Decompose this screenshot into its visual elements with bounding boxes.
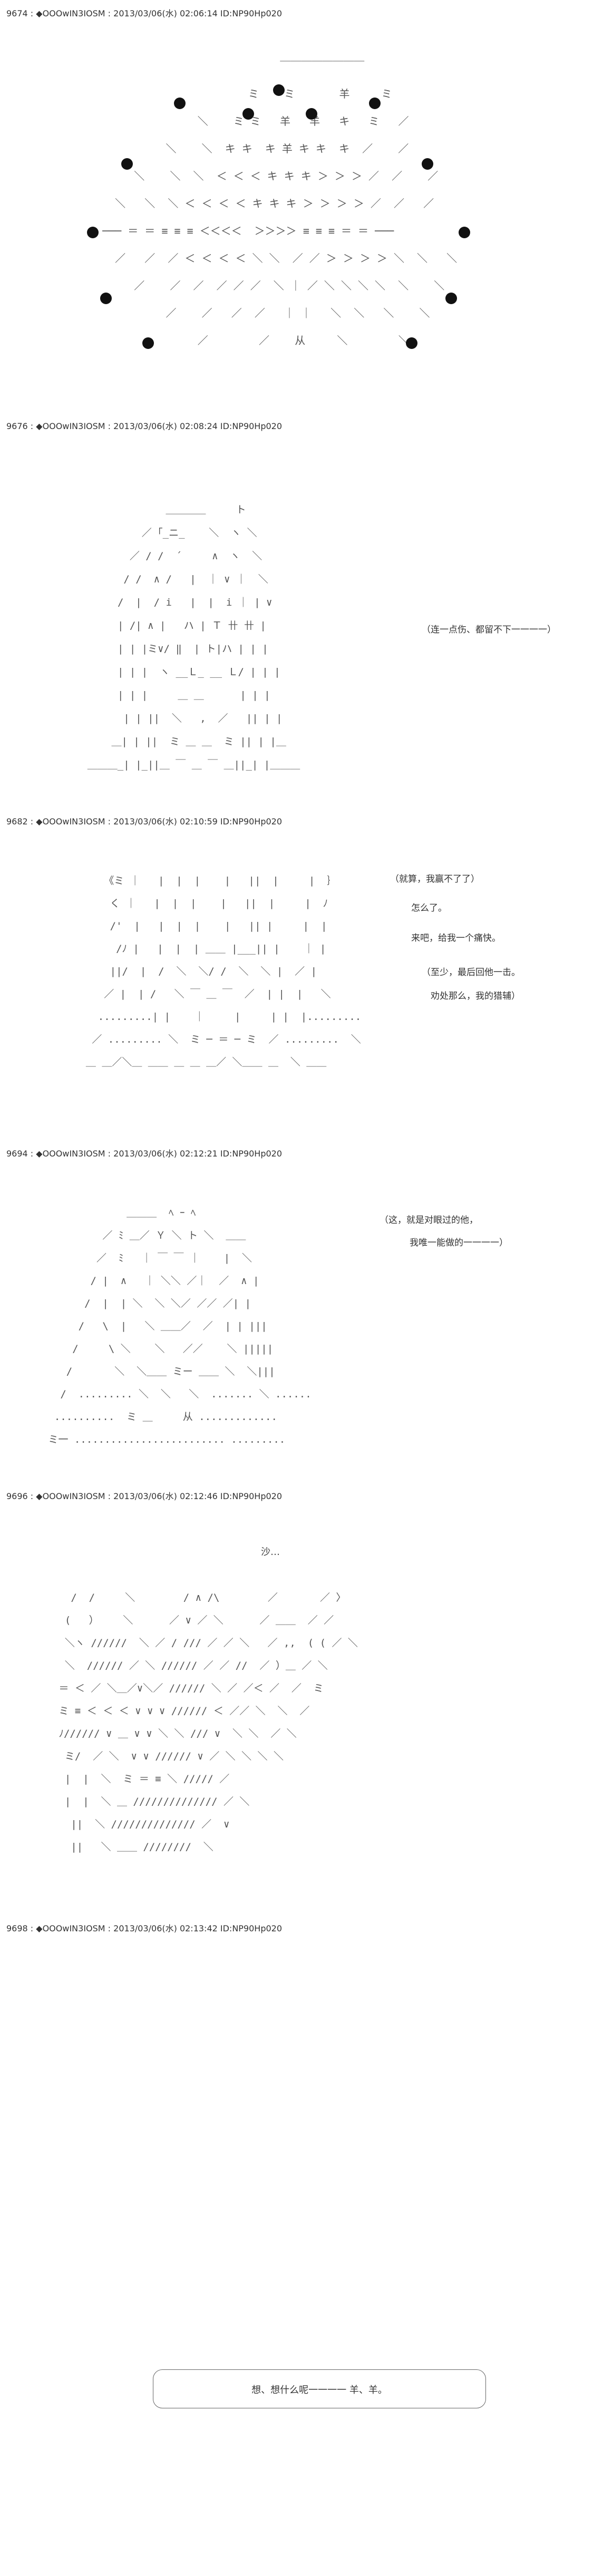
ascii-art-figure: ＿＿＿＿ ト ／ ｢_ニ_ ＼ ヽ ＼ ／ / / ´ ∧ ヽ ＼ / / ∧ … [87,504,300,771]
post-header-9696: 9696 : ◆OOOwIN3IOSM : 2013/03/06(水) 02:1… [6,1491,283,1501]
dot-icon [306,108,317,120]
post-header-9682: 9682 : ◆OOOwIN3IOSM : 2013/03/06(水) 02:1… [6,816,283,827]
dot-icon [459,227,470,238]
speech-text: 想、想什么呢一一一一 羊、羊。 [251,2385,387,2396]
dot-icon [87,227,99,238]
dot-icon [100,293,112,304]
dot-icon [445,293,457,304]
dialogue-caption: 来吧，给我一个痛快。 [411,933,501,944]
dot-icon [406,337,417,349]
dot-icon [142,337,154,349]
post-header-9698: 9698 : ◆OOOwIN3IOSM : 2013/03/06(水) 02:1… [6,1923,283,1933]
dot-icon [369,98,381,109]
post-header-9694: 9694 : ◆OOOwIN3IOSM : 2013/03/06(水) 02:1… [6,1149,283,1159]
dot-icon [174,98,186,109]
narration-caption: 我唯一能做的一一一一） [401,1238,508,1248]
narration-caption: （至少，最后回他一击。 [422,967,520,978]
narration-caption: （就算，我赢不了了） [390,874,480,884]
narration-caption: （连一点伤、都留不下一一一一） [422,625,556,635]
ascii-art-slash: / / ＼ / ∧ /\ ／ ／ 〉 ( ） ＼ ／ ∨ ／ ＼ ／ ＿＿ ／ … [59,1592,358,1853]
ascii-art-lunge: ＿＿＿ ﾍ ｰ ﾍ ／ ﾐ ＿／ Ｙ ＼ ト ＼ ＿＿ ／ ﾐ ｜ ￣ ￣ ｜ … [48,1207,312,1445]
ascii-art-kneeling: 《ミ ｜ | | | | || | | ｝ く ｜ | | | | || | |… [85,875,362,1068]
dot-icon [242,108,254,120]
ascii-art-burst: ￣￣￣￣￣￣￣￣ ミ ミ 羊 ミ ＼ ミ ミ 羊 羊 キ ミ ／ ＼ ＼ キ キ… [102,60,458,347]
dot-icon [422,158,433,170]
dot-icon [273,84,285,96]
sound-effect-text: 沙… [261,1547,280,1558]
dialogue-caption: 怎么了。 [411,903,447,913]
dot-icon [121,158,133,170]
post-header-9676: 9676 : ◆OOOwIN3IOSM : 2013/03/06(水) 02:0… [6,421,283,431]
speech-bubble: 想、想什么呢一一一一 羊、羊。 [153,2369,486,2408]
post-header-9674: 9674 : ◆OOOwIN3IOSM : 2013/03/06(水) 02:0… [6,8,283,18]
narration-caption: （这，就是对眼过的他， [380,1215,478,1226]
narration-caption: 劝处那么，我的猎辅） [422,991,520,1002]
